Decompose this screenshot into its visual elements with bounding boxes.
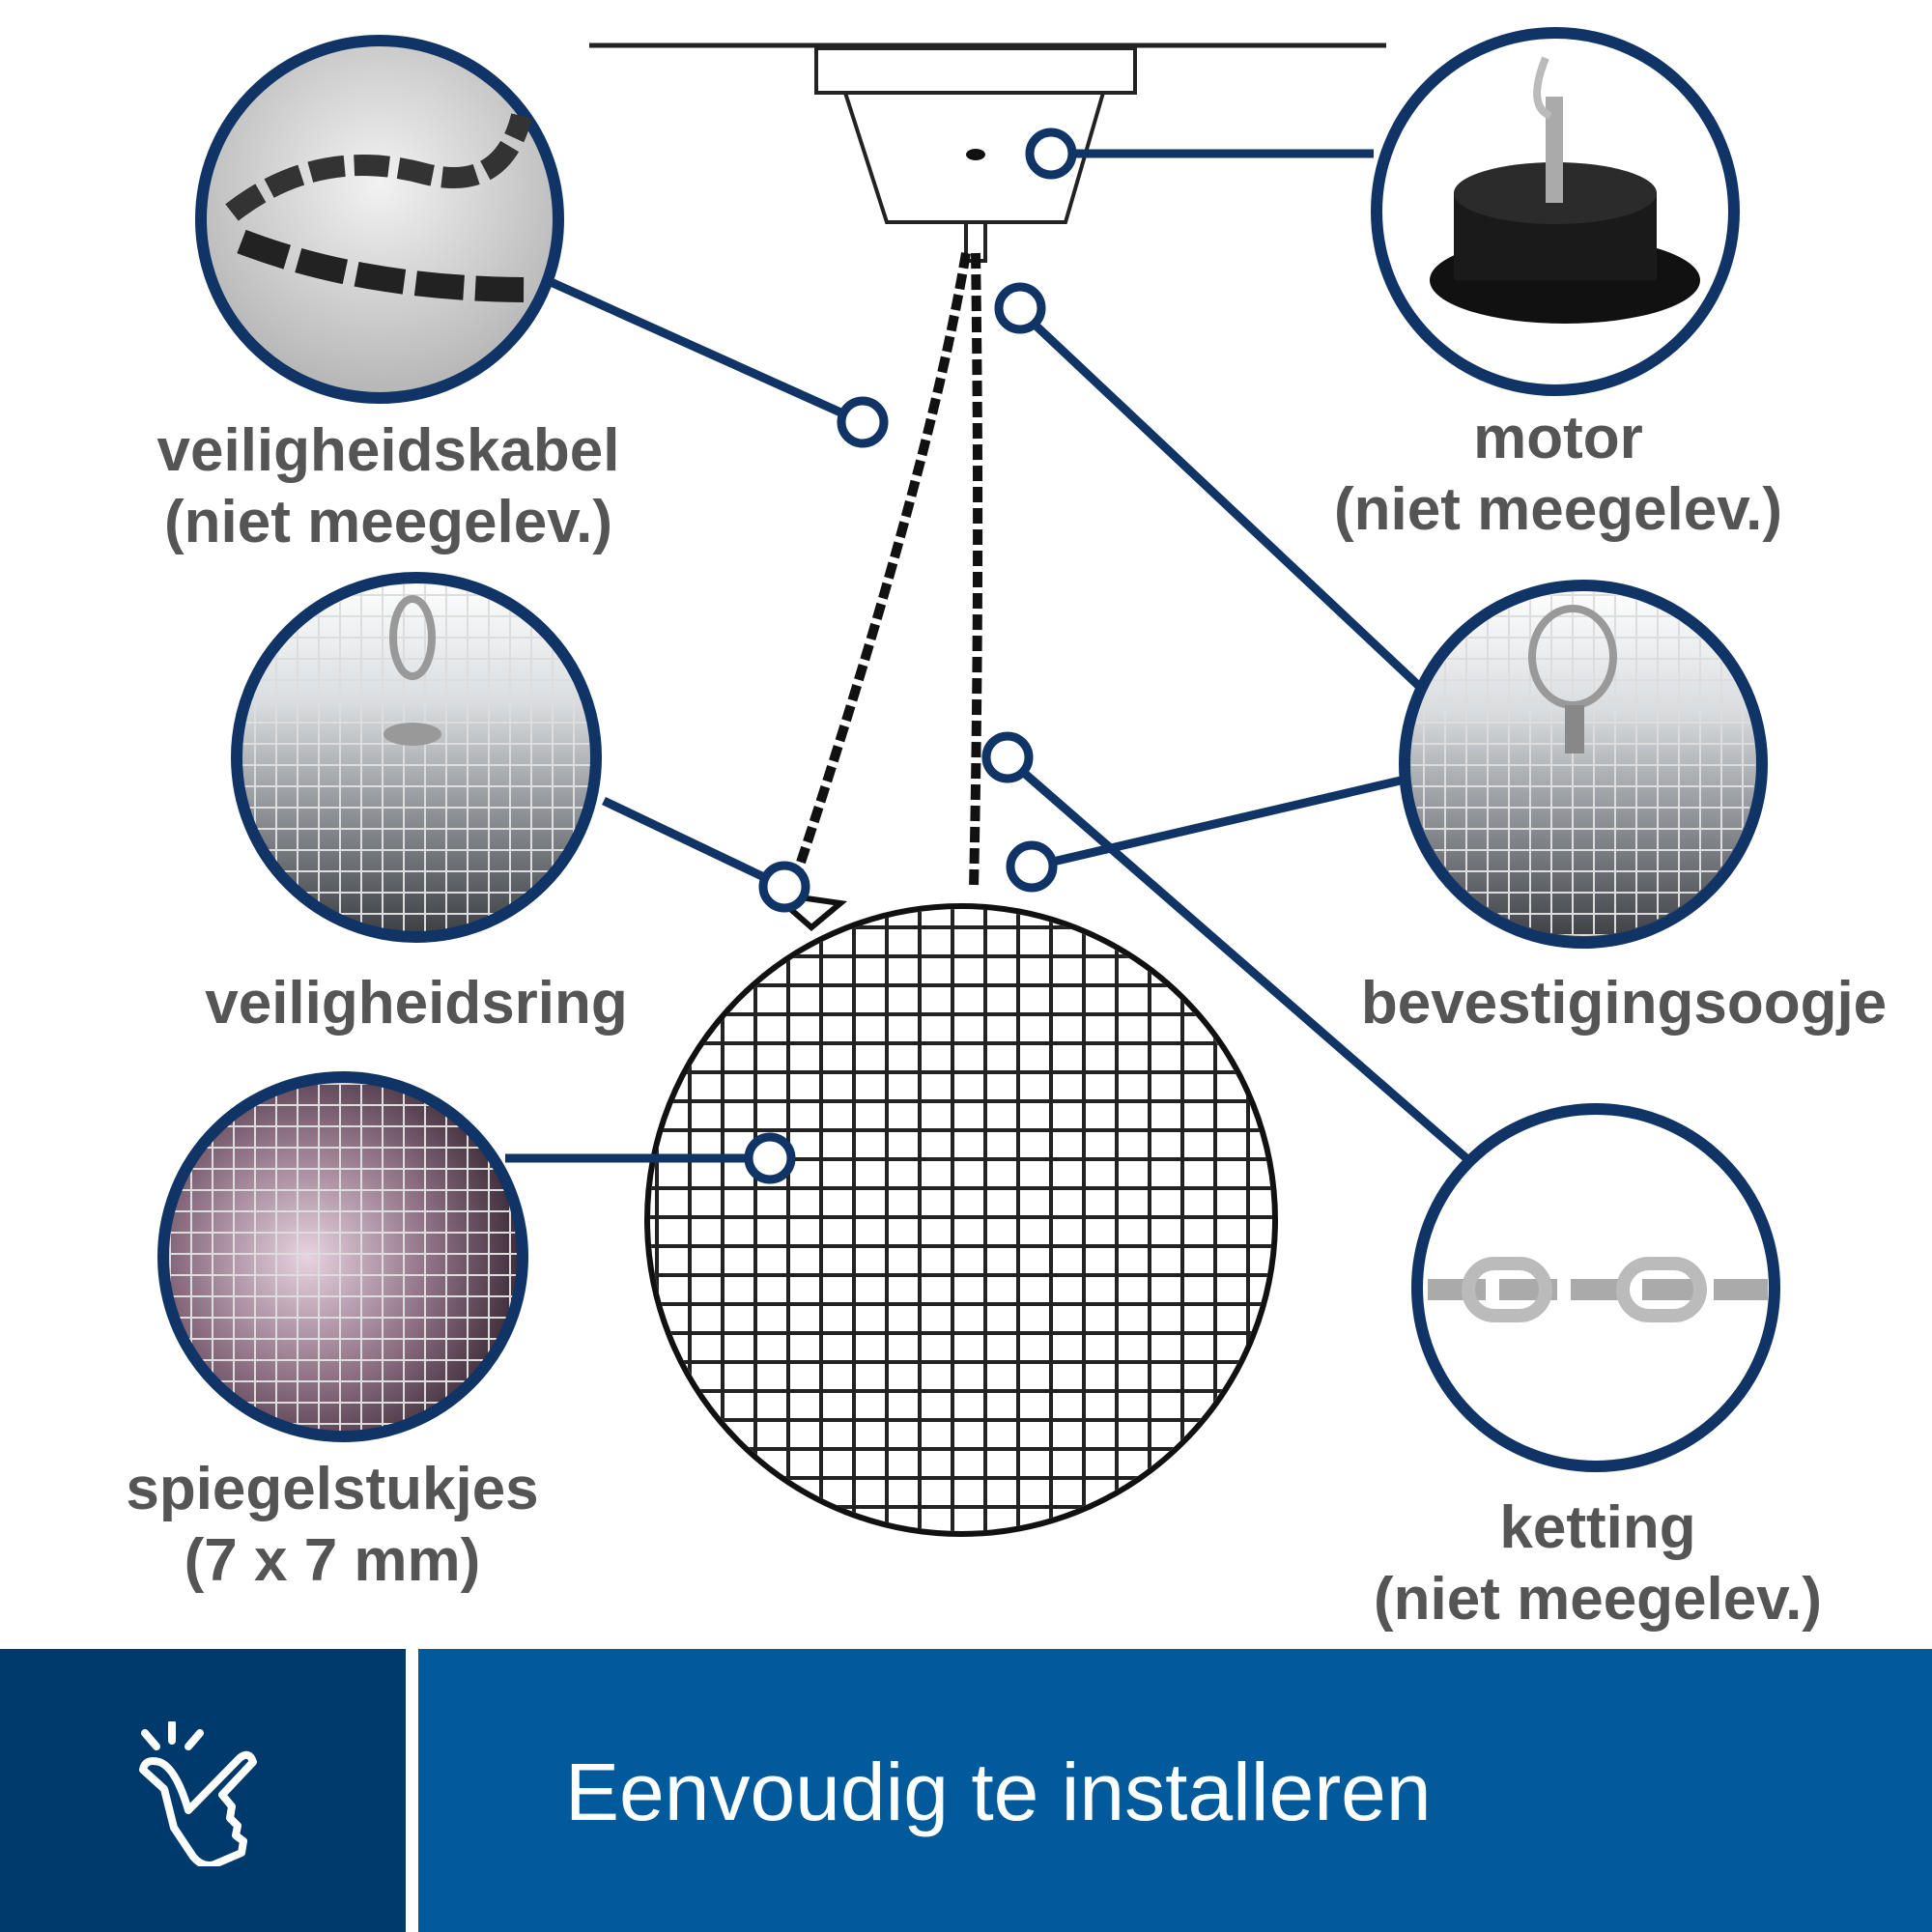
label-mirror-pieces: spiegelstukjes (7 x 7 mm) — [126, 1454, 538, 1597]
finger-snap-icon — [139, 1721, 257, 1866]
label-title: veiligheidsring — [205, 970, 628, 1037]
label-title: veiligheidskabel — [156, 417, 620, 484]
banner-text: Eenvoudig te installeren — [565, 1747, 1432, 1837]
label-safety-cable: veiligheidskabel (niet meegelev.) — [157, 415, 620, 558]
connector-lines — [505, 128, 1469, 1184]
detail-motor — [1371, 27, 1740, 396]
banner: Eenvoudig te installeren — [418, 1649, 1932, 1932]
label-title: spiegelstukjes — [126, 1456, 539, 1522]
label-mounting-eye: bevestigingsoogje — [1361, 968, 1887, 1039]
detail-mirror-pieces — [157, 1071, 528, 1442]
label-note: (niet meegelev.) — [1373, 1566, 1823, 1633]
label-motor: motor (niet meegelev.) — [1334, 403, 1782, 546]
label-note: (niet meegelev.) — [163, 489, 612, 555]
label-title: bevestigingsoogje — [1360, 970, 1888, 1037]
chain-drawing — [763, 252, 983, 931]
detail-safety-ring — [231, 572, 602, 943]
disco-ball — [644, 903, 1278, 1537]
detail-safety-cable — [195, 35, 564, 404]
detail-mounting-eye — [1399, 580, 1768, 949]
label-safety-ring: veiligheidsring — [205, 968, 628, 1039]
label-title: ketting — [1499, 1494, 1696, 1561]
banner-icon-panel — [0, 1649, 406, 1932]
label-chain: ketting (niet meegelev.) — [1374, 1492, 1822, 1635]
detail-chain — [1411, 1103, 1780, 1472]
label-note: (niet meegelev.) — [1333, 476, 1783, 543]
label-note: (7 x 7 mm) — [184, 1527, 481, 1594]
label-title: motor — [1473, 405, 1643, 471]
